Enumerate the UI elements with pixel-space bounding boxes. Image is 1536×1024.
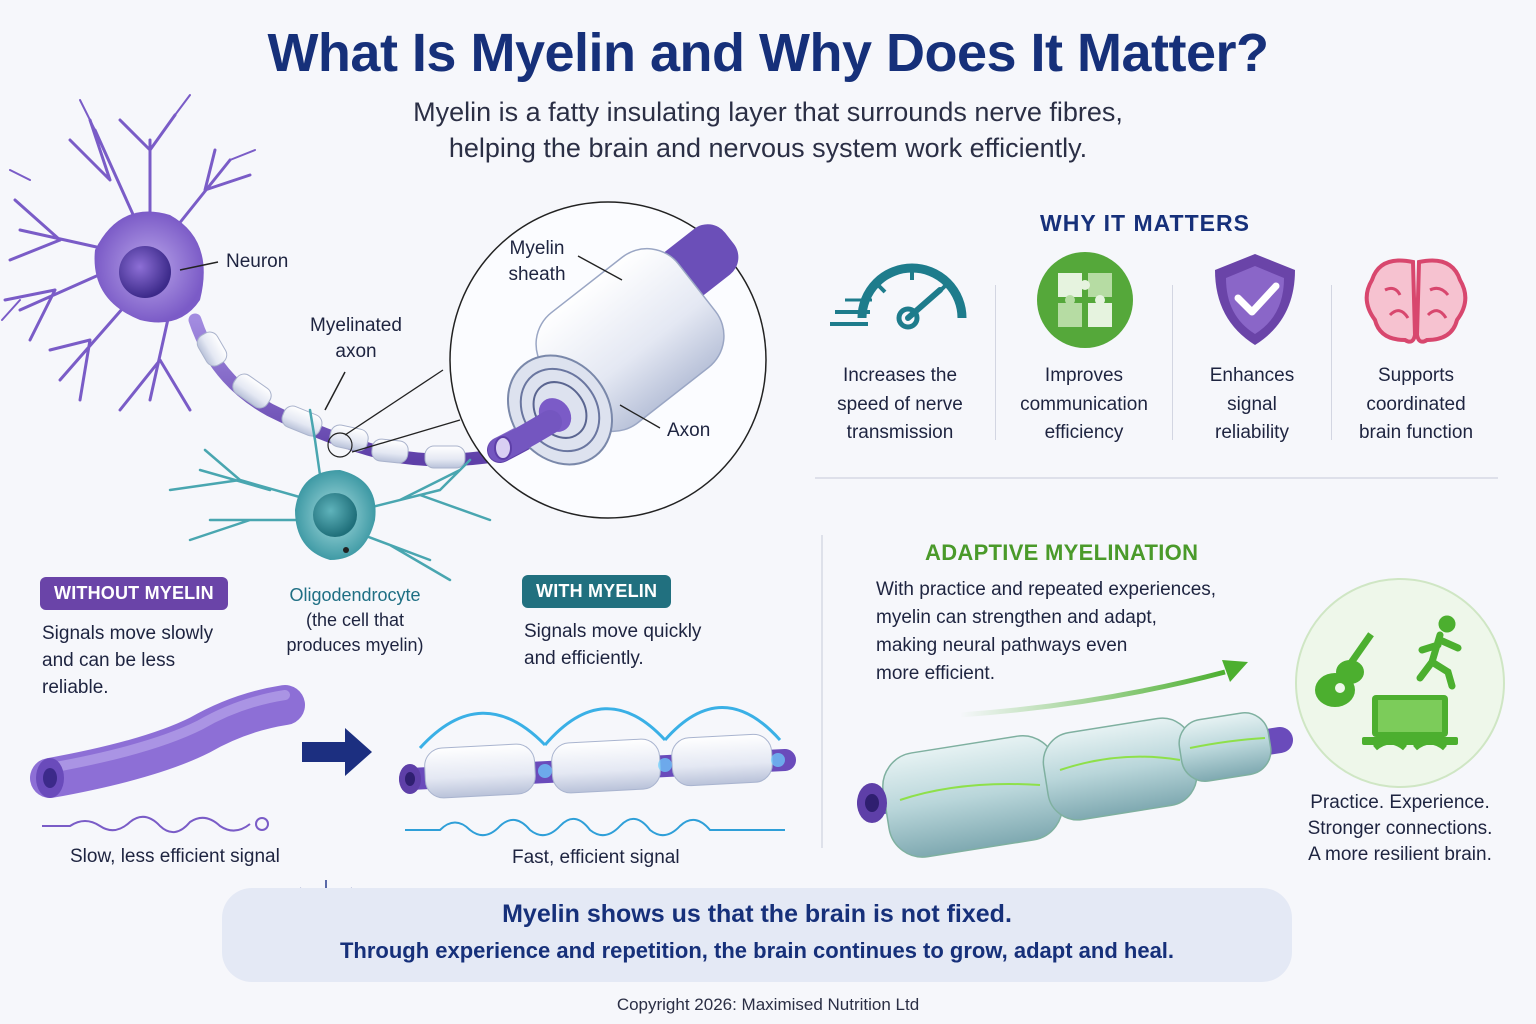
zoom-line-2: [351, 419, 461, 453]
why-divider-3: [1331, 285, 1332, 440]
why-item-communication-line-1: Improves: [1044, 365, 1124, 386]
speedometer-icon: [830, 263, 967, 330]
laptop-typing-icon: [1362, 695, 1458, 751]
oligodendrocyte-label: Oligodendrocyte (the cell that produces …: [270, 583, 440, 658]
why-item-speed-line-1: Increases the: [842, 365, 958, 386]
adaptive-myelination-text: With practice and repeated experiences, …: [876, 576, 1216, 688]
slow-signal-wave: [42, 815, 251, 833]
adaptive-line-1: With practice and repeated experiences,: [876, 579, 1217, 600]
puzzle-icon: [1037, 252, 1133, 348]
adaptive-line-2: myelin can strengthen and adapt,: [876, 607, 1157, 628]
with-myelin-text: Signals move quickly and efficiently.: [524, 618, 701, 672]
growth-arrow: [959, 669, 1226, 718]
brain-icon: [1364, 258, 1468, 344]
practice-caption: Practice. Experience. Stronger connectio…: [1290, 790, 1510, 868]
myelinated-axon-label: Myelinated axon: [296, 313, 416, 365]
why-item-speed: Increases the speed of nerve transmissio…: [815, 362, 985, 448]
why-item-communication-line-3: efficiency: [1044, 422, 1124, 443]
with-myelin-pill: WITH MYELIN: [522, 575, 672, 608]
myelin-sheath-label: Myelin sheath: [497, 236, 577, 288]
adaptive-line-3: making neural pathways even: [876, 635, 1128, 656]
fast-signal-caption: Fast, efficient signal: [512, 847, 680, 868]
without-myelin-line-2: and can be less: [42, 650, 176, 671]
compare-arrow: [302, 728, 372, 776]
adaptive-axon-illustration: [857, 712, 1293, 858]
myelin-sheath-label-2: sheath: [508, 264, 566, 285]
axon-sheath-segments: [196, 331, 466, 469]
adaptive-line-4: more efficient.: [876, 663, 995, 684]
why-item-reliability-line-2: signal: [1227, 393, 1277, 415]
slow-signal-caption: Slow, less efficient signal: [70, 846, 280, 867]
why-item-communication: Improves communication efficiency: [999, 362, 1169, 448]
subtitle-line-1: Myelin is a fatty insulating layer that …: [413, 97, 1123, 127]
oligodendrocyte-pointer-dot: [343, 547, 349, 553]
adaptive-myelination-heading: ADAPTIVE MYELINATION: [925, 540, 1199, 565]
neuron-illustration: [1, 94, 256, 412]
practice-caption-line-1: Practice. Experience.: [1310, 792, 1490, 813]
why-item-speed-line-3: transmission: [846, 422, 954, 443]
why-divider-1: [995, 285, 996, 440]
neuron-label: Neuron: [226, 251, 289, 272]
slow-signal-end: [255, 817, 269, 831]
subtitle-line-2: helping the brain and nervous system wor…: [448, 133, 1088, 163]
neuron-nucleus: [119, 246, 171, 298]
bare-axon-illustration: [30, 685, 305, 798]
why-item-brain-function-line-2: coordinated: [1366, 393, 1466, 415]
why-divider-2: [1172, 285, 1173, 440]
why-item-reliability-line-1: Enhances: [1209, 365, 1295, 386]
practice-caption-line-3: A more resilient brain.: [1308, 844, 1492, 865]
with-myelin-line-1: Signals move quickly: [524, 621, 702, 642]
growth-arrow-head: [1222, 660, 1248, 682]
page-subtitle: Myelin is a fatty insulating layer that …: [0, 94, 1536, 166]
sheath-pointer-line: [577, 255, 623, 281]
oligodendrocyte-label-3: produces myelin): [286, 635, 424, 655]
page-title: What Is Myelin and Why Does It Matter?: [267, 23, 1269, 83]
myelinated-axon-illustration: [399, 733, 796, 799]
banner-subline: Through experience and repetition, the b…: [339, 938, 1175, 963]
oligodendrocyte-illustration: [168, 408, 492, 582]
why-item-reliability: Enhances signal reliability: [1167, 362, 1337, 448]
why-it-matters-heading: WHY IT MATTERS: [1040, 210, 1250, 236]
without-myelin-text: Signals move slowly and can be less reli…: [42, 620, 213, 701]
bottom-banner: [222, 888, 1292, 982]
copyright-notice: Copyright 2026: Maximised Nutrition Ltd: [616, 995, 920, 1014]
practice-circle: [1295, 578, 1505, 788]
without-myelin-pill: WITHOUT MYELIN: [40, 577, 228, 610]
myelin-sheath-label-1: Myelin: [509, 238, 565, 259]
why-item-brain-function-line-1: Supports: [1377, 365, 1455, 386]
runner-icon: [1416, 615, 1462, 690]
without-myelin-line-3: reliable.: [42, 677, 109, 698]
fast-signal-wave: [405, 818, 785, 837]
with-myelin-line-2: and efficiently.: [524, 648, 644, 669]
oligodendrocyte-label-1: Oligodendrocyte: [289, 585, 421, 605]
why-item-brain-function-line-3: brain function: [1358, 422, 1474, 443]
neuron-pointer-line: [179, 261, 219, 271]
oligodendrocyte-label-2: (the cell that: [305, 610, 405, 630]
why-item-reliability-line-3: reliability: [1215, 422, 1289, 443]
why-item-brain-function: Supports coordinated brain function: [1331, 362, 1501, 448]
without-myelin-line-1: Signals move slowly: [42, 623, 214, 644]
axon-zoom-pointer-line: [619, 404, 661, 429]
why-item-communication-line-2: communication: [1020, 393, 1148, 415]
oligodendrocyte-nucleus: [313, 493, 357, 537]
banner-headline: Myelin shows us that the brain is not fi…: [502, 900, 1012, 928]
axon-label: Axon: [667, 420, 711, 441]
shield-check-icon: [1215, 254, 1295, 345]
zoomed-sheath: [487, 224, 739, 466]
zoom-line-1: [344, 369, 444, 436]
guitar-icon: [1315, 632, 1374, 707]
saltatory-arcs: [418, 706, 782, 750]
why-item-speed-line-2: speed of nerve: [837, 393, 963, 415]
myelinated-axon-label-2: axon: [335, 341, 377, 362]
axon-pointer-line: [324, 371, 346, 411]
practice-caption-line-2: Stronger connections.: [1307, 818, 1493, 839]
myelinated-axon-label-1: Myelinated: [310, 315, 402, 336]
zoom-source-circle: [327, 432, 353, 458]
